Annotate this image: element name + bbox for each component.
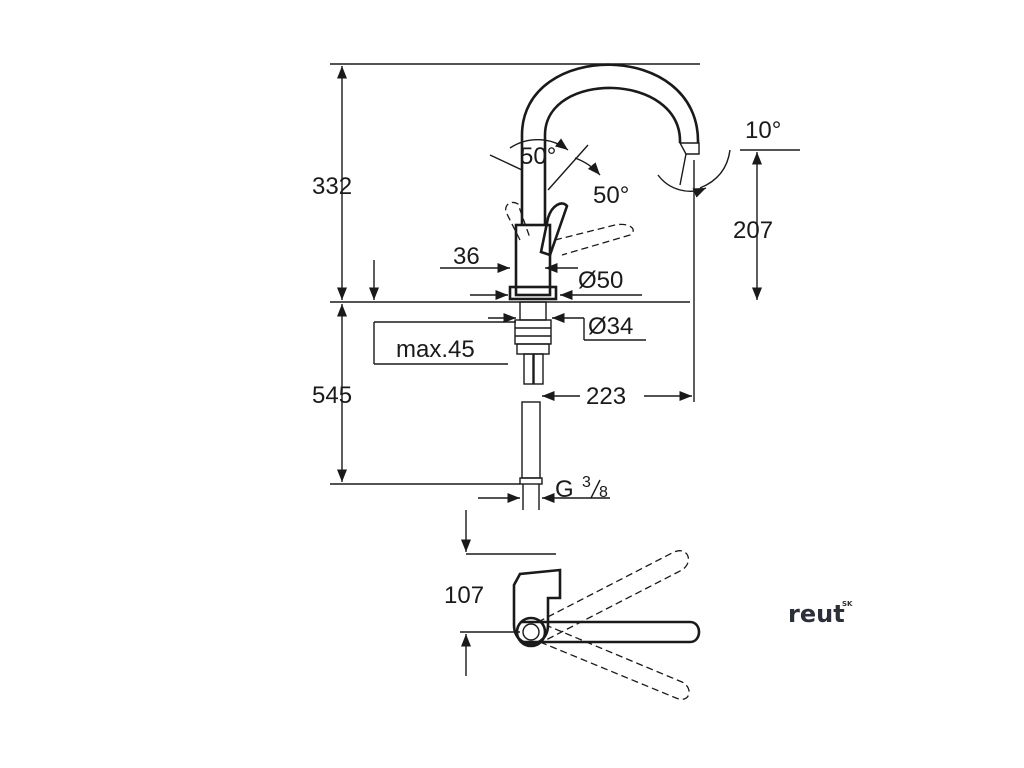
- faucet-front-view: [330, 63, 700, 510]
- top-lever: [522, 620, 701, 644]
- label-lever-width: 36: [453, 243, 480, 270]
- logo-text: reut: [788, 600, 845, 628]
- shank: [519, 301, 547, 321]
- label-max-deck: max.45: [396, 336, 475, 363]
- label-lever-clearance: 107: [444, 582, 484, 609]
- spout-outline: [520, 63, 700, 225]
- faucet-base: [508, 285, 558, 301]
- spout-tip: [678, 142, 700, 155]
- connection-den: 8: [599, 484, 608, 501]
- label-body-diameter: Ø50: [578, 267, 623, 294]
- nut-lower: [516, 343, 550, 355]
- lever-position-left: [505, 201, 531, 241]
- hose-lower: [521, 401, 541, 479]
- logo-suffix: SK: [842, 600, 853, 608]
- connection-g: G: [555, 476, 574, 503]
- label-total-height: 332: [312, 173, 352, 200]
- top-body: [512, 568, 562, 646]
- hose-fitting: [519, 477, 543, 485]
- top-lever-down: [539, 625, 690, 700]
- label-lever-angle-up: 50°: [520, 143, 556, 170]
- label-spout-angle: 10°: [745, 117, 781, 144]
- label-shank-diameter: Ø34: [588, 313, 633, 340]
- reut-logo: reut SK: [788, 600, 853, 628]
- mounting-nut: [514, 319, 552, 345]
- label-spout-height: 207: [733, 217, 773, 244]
- spout-inner-line: [543, 86, 682, 225]
- top-lever-up: [537, 550, 690, 641]
- hose-upper-left: [523, 353, 534, 385]
- top-pivot-outer: [515, 616, 547, 648]
- connection-num: 3: [582, 474, 591, 491]
- lever-handle: [539, 202, 569, 257]
- faucet-top-view: [460, 510, 701, 700]
- label-lever-angle-side: 50°: [593, 182, 629, 209]
- lever-position-right: [554, 223, 634, 256]
- dimension-lines: [330, 63, 800, 504]
- hose-upper-right: [533, 353, 544, 385]
- label-spout-reach: 223: [586, 383, 626, 410]
- label-connection: G 3 8: [555, 474, 608, 503]
- label-hose-length: 545: [312, 382, 352, 409]
- dimension-labels: 332 545 207 10° 50° 50° 36 Ø50 Ø34 max.4…: [312, 117, 781, 609]
- top-pivot-inner: [522, 623, 540, 641]
